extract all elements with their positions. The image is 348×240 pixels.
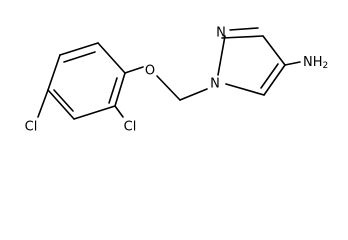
chlorine-para-label: Cl	[25, 120, 38, 135]
bond	[217, 35, 226, 76]
double-bond-line	[53, 89, 74, 112]
bond	[225, 83, 265, 96]
bond-to-chlorine-ortho	[114, 105, 124, 118]
bond	[47, 54, 61, 91]
bond-to-amine	[284, 61, 301, 66]
bond-ch2-to-n1	[179, 88, 208, 101]
benzene-ring	[47, 42, 126, 120]
double-bond-line	[63, 51, 96, 63]
amine-label: NH2	[303, 55, 328, 72]
pyrazole-n1-label: N	[210, 77, 220, 92]
bond-oxygen-to-ch2	[156, 75, 181, 101]
chlorine-ortho-label: Cl	[124, 120, 137, 135]
bond	[221, 35, 264, 39]
amine-nh-text: NH	[303, 55, 323, 70]
pyrazole-n2-label: N	[216, 26, 226, 41]
bond-to-chlorine-para	[37, 89, 49, 118]
bond	[59, 42, 99, 56]
bond	[73, 105, 116, 120]
bond	[47, 89, 75, 120]
chemical-structure-diagram: O N N NH2 Cl Cl	[25, 26, 329, 135]
amine-subscript: 2	[323, 61, 329, 71]
bond	[114, 72, 126, 107]
bond-to-oxygen	[124, 66, 144, 74]
double-bond-line	[260, 63, 279, 89]
bond	[263, 64, 286, 96]
oxygen-atom-label: O	[145, 64, 155, 79]
double-bond-line	[108, 77, 118, 104]
bond	[97, 42, 126, 74]
bond	[262, 35, 286, 66]
pyrazole-ring	[217, 27, 286, 96]
double-bond-line	[229, 27, 259, 31]
